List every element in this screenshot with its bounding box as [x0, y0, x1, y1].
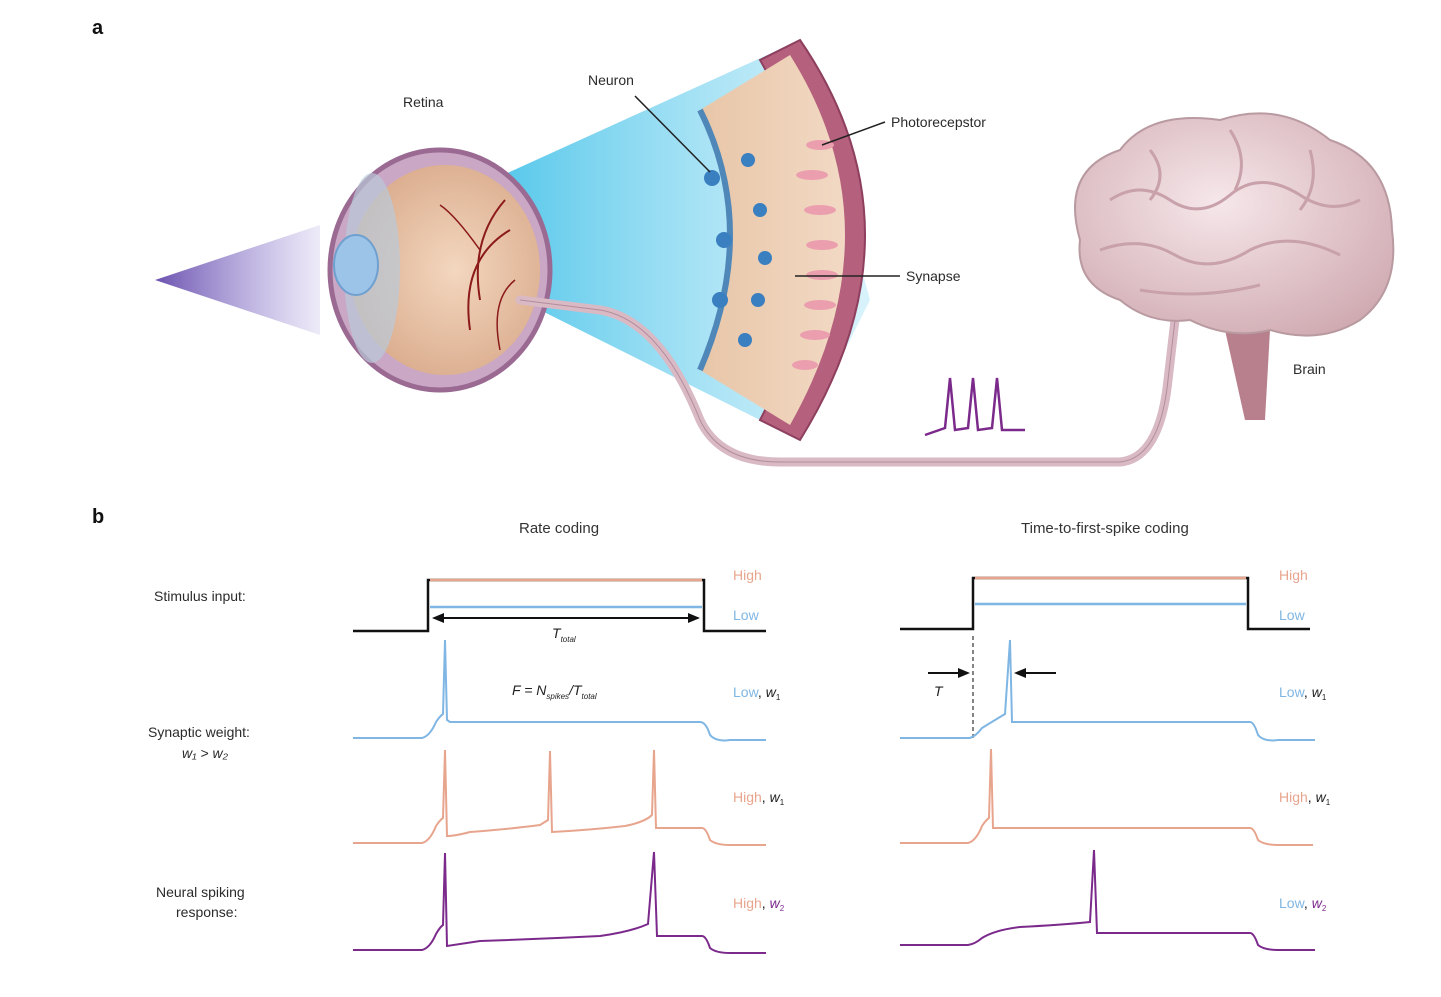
rate-trace-2-label: High, w1 [733, 789, 785, 807]
rate-coding-title: Rate coding [519, 520, 599, 537]
formula-total-sub: total [582, 692, 597, 701]
photoreceptor-leader-line [821, 121, 886, 146]
panel-b: b Stimulus input: Synaptic weight: w₁ > … [92, 506, 1331, 954]
rate-trace-1-sub: 1 [776, 693, 781, 702]
retina-label: Retina [403, 94, 444, 110]
ttfs-stimulus-plot: High Low T [900, 567, 1310, 738]
ttfs-trace-2-label: High, w1 [1279, 789, 1331, 807]
neural-spiking-label: Neural spiking [156, 884, 245, 900]
rate-stimulus-step [353, 578, 766, 633]
light-beam [155, 225, 320, 335]
brain-illustration [1074, 112, 1395, 420]
ttfs-trace-low-w1 [900, 639, 1315, 742]
ttfs-stimulus-high-label: High [1279, 567, 1308, 583]
neural-response-label: response: [176, 904, 237, 920]
ttfs-trace-1-label: Low, w1 [1279, 684, 1327, 702]
ttfs-coding-title: Time-to-first-spike coding [1021, 520, 1189, 537]
ttfs-stimulus-low-label: Low [1279, 607, 1306, 623]
ttfs-trace-3-sub: 2 [1322, 904, 1327, 913]
stimulus-input-label: Stimulus input: [154, 588, 246, 604]
photoreceptor-cells [792, 140, 838, 370]
synaptic-weight-label: Synaptic weight: [148, 724, 250, 740]
ttfs-trace-1-sub: 1 [1322, 693, 1327, 702]
ttfs-trace-2-sub: 1 [1326, 798, 1331, 807]
formula-slash-t: /T [568, 682, 583, 698]
rate-stimulus-high-label: High [733, 567, 762, 583]
synapse-label: Synapse [906, 268, 961, 284]
rate-trace-low-w1 [353, 639, 766, 742]
rate-trace-labels: Low, w1 High, w1 High, w2 [733, 684, 785, 913]
rate-trace-3-level: High [733, 895, 762, 911]
rate-trace-3-label: High, w2 [733, 895, 785, 913]
ttfs-trace-3-weight: w [1312, 895, 1323, 911]
rate-stimulus-low-label: Low [733, 607, 760, 623]
rate-trace-1-level: Low [733, 684, 760, 700]
neuron-label: Neuron [588, 72, 634, 88]
panel-a-letter: a [92, 17, 104, 39]
panel-b-letter: b [92, 506, 104, 528]
rate-trace-3-sub: 2 [780, 904, 785, 913]
rate-trace-3-weight: w [770, 895, 781, 911]
ttfs-trace-2-level: High [1279, 789, 1308, 805]
nerve-spike-train [924, 377, 1025, 437]
rate-trace-1-label: Low, w1 [733, 684, 781, 702]
ttfs-trace-high-w1 [900, 748, 1313, 846]
rate-trace-high-w1 [353, 749, 766, 846]
ttfs-trace-1-level: Low [1279, 684, 1306, 700]
rate-stimulus-plot: High Low Ttotal F = Nspikes/Ttotal [353, 567, 766, 701]
neuron-leader-line [634, 95, 711, 173]
synaptic-weight-relation: w₁ > w₂ [182, 745, 229, 761]
rate-ttotal-arrowhead-left [432, 613, 444, 623]
ttfs-trace-labels: Low, w1 High, w1 Low, w2 [1279, 684, 1331, 913]
rate-trace-2-weight: w [770, 789, 781, 805]
ttfs-t-arrowhead-right [1014, 668, 1026, 678]
rate-trace-2-sub: 1 [780, 798, 785, 807]
ttfs-t-label: T [934, 683, 944, 699]
ttfs-trace-2-weight: w [1316, 789, 1327, 805]
rate-ttotal-symbol: T [552, 625, 562, 641]
rate-formula: F = Nspikes/Ttotal [512, 682, 597, 701]
rate-trace-1-weight: w [766, 684, 777, 700]
brain-label: Brain [1293, 361, 1326, 377]
formula-spikes-sub: spikes [546, 692, 569, 701]
rate-ttotal-label: Ttotal [552, 625, 576, 644]
ttfs-trace-low-w2 [900, 849, 1315, 951]
rate-ttotal-arrowhead-right [688, 613, 700, 623]
ttfs-trace-1-weight: w [1312, 684, 1323, 700]
ttfs-trace-3-level: Low [1279, 895, 1306, 911]
ttfs-t-arrowhead-left [958, 668, 970, 678]
eyeball-illustration [327, 147, 553, 393]
photoreceptor-label: Photorecepstor [891, 114, 986, 130]
rate-trace-2-level: High [733, 789, 762, 805]
rate-ttotal-subscript: total [561, 635, 576, 644]
formula-f: F = N [512, 682, 547, 698]
ttfs-trace-3-label: Low, w2 [1279, 895, 1327, 913]
rate-trace-high-w2 [353, 851, 766, 954]
panel-a: a [92, 17, 1395, 467]
neuron-cells [704, 153, 772, 347]
